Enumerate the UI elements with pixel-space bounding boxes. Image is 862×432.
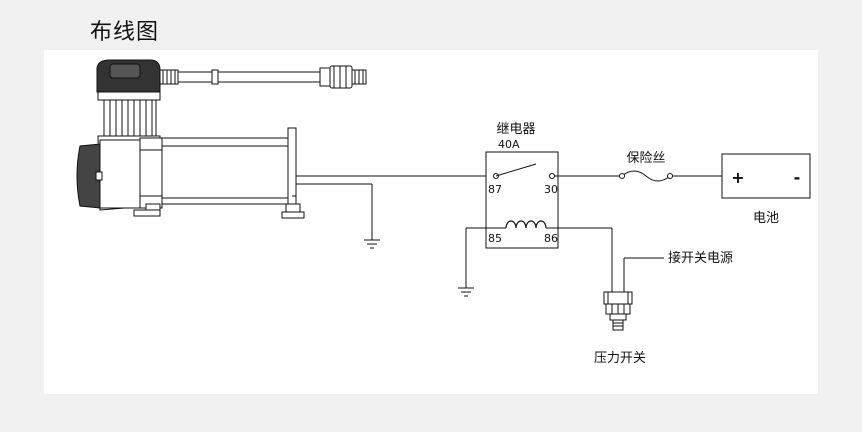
ground-icon [364,239,380,249]
compressor [76,59,367,219]
fuse: 保险丝 [619,151,673,182]
wires [296,175,722,292]
relay-rating: 40A [498,138,520,151]
battery-minus: - [794,168,801,187]
relay-contact [493,163,555,179]
fuse-icon [621,170,671,182]
battery: + - 电池 [721,153,811,226]
ground-icon [458,287,474,297]
diagram-panel [44,50,818,394]
pressure-switch-label: 压力开关 [594,351,646,366]
relay-pin-87: 87 [488,183,502,196]
relay-pin-86: 86 [544,232,558,245]
fuse-label: 保险丝 [626,151,665,166]
battery-label: 电池 [753,211,779,226]
relay-label: 继电器 [496,122,535,137]
relay-pin-85: 85 [488,232,502,245]
relay: 继电器 40A 87 30 85 86 [485,122,559,249]
page-title: 布线图 [90,20,160,45]
ignition-label: 接开关电源 [668,250,733,266]
air-hose [159,65,367,89]
battery-plus: + [731,168,744,187]
relay-pin-30: 30 [544,183,558,196]
relay-coil-icon [505,220,547,229]
pressure-switch [603,291,633,331]
